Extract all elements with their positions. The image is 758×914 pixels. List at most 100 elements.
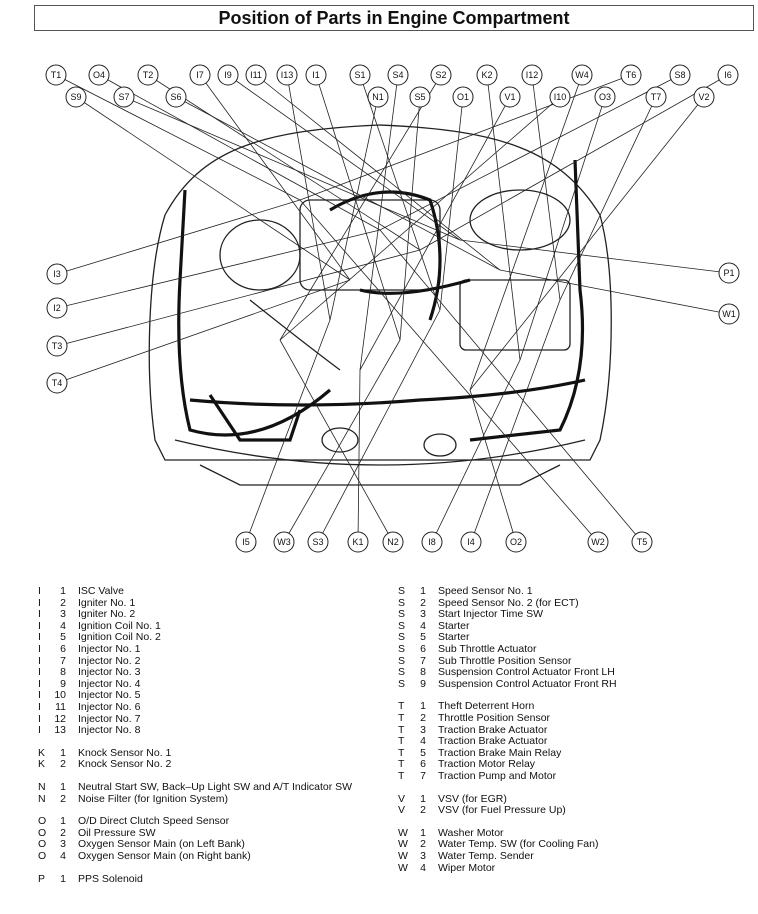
- callout-i5: I5: [235, 531, 257, 553]
- callout-label: T6: [626, 70, 637, 80]
- callout-label: I10: [554, 92, 567, 102]
- callout-circle: [46, 297, 68, 319]
- callout-t3: T3: [46, 335, 68, 357]
- callout-label: V1: [504, 92, 515, 102]
- legend-number: 1: [420, 585, 426, 597]
- leader-line-i3: [56, 199, 301, 275]
- legend-text: Suspension Control Actuator Front LH: [438, 666, 615, 679]
- leader-line-t1: [55, 74, 301, 201]
- callout-circle: [452, 86, 474, 108]
- legend-letter: I: [38, 712, 41, 725]
- callout-label: S7: [118, 92, 129, 102]
- callout-label: W1: [722, 309, 736, 319]
- callout-label: T5: [637, 537, 648, 547]
- legend-text: Knock Sensor No. 2: [78, 758, 172, 771]
- legend-text: Sub Throttle Actuator: [438, 643, 537, 655]
- legend-number: 4: [420, 619, 426, 632]
- callout-label: S5: [414, 92, 425, 102]
- callout-label: S2: [435, 70, 446, 80]
- legend-letter: N: [38, 792, 46, 805]
- legend-letter: W: [398, 838, 408, 851]
- legend-number: 3: [60, 608, 66, 621]
- callout-label: N2: [387, 537, 399, 547]
- callout-circle: [367, 86, 389, 108]
- leader-line-i5: [245, 319, 331, 543]
- callout-i3: I3: [46, 263, 68, 285]
- legend-text: Sub Throttle Position Sensor: [438, 654, 572, 667]
- legend-letter: S: [398, 619, 406, 632]
- callout-w2: W2: [587, 531, 609, 553]
- legend-number: 1: [60, 872, 66, 885]
- leader-line-i12: [531, 74, 561, 301]
- legend-letter: I: [38, 654, 41, 667]
- callout-circle: [165, 86, 187, 108]
- leader-line-s9: [75, 96, 351, 281]
- legend-text: Theft Deterrent Horn: [438, 700, 535, 713]
- callout-w1: W1: [718, 303, 740, 325]
- legend-letter: T: [398, 723, 405, 736]
- legend-text: Neutral Start SW, Back–Up Light SW and A…: [78, 781, 353, 793]
- callout-label: K1: [352, 537, 363, 547]
- legend-text: O/D Direct Clutch Speed Sensor: [78, 815, 230, 828]
- legend-letter: S: [398, 585, 406, 597]
- callout-label: S1: [354, 70, 365, 80]
- legend-letter: O: [38, 826, 47, 839]
- legend-letter: I: [38, 596, 41, 609]
- callout-circle: [521, 64, 543, 86]
- legend-text: Noise Filter (for Ignition System): [78, 792, 228, 805]
- callout-circle: [245, 64, 267, 86]
- callout-t4: T4: [46, 372, 68, 394]
- legend-number: 4: [420, 861, 426, 874]
- callout-label: K2: [481, 70, 492, 80]
- callout-circle: [587, 531, 609, 553]
- callout-circle: [382, 531, 404, 553]
- callout-circle: [594, 86, 616, 108]
- legend-number: 12: [54, 712, 66, 725]
- callout-v1: V1: [499, 86, 521, 108]
- legend-text: Injector No. 8: [78, 724, 141, 737]
- callout-circle: [717, 64, 739, 86]
- legend-text: Water Temp. SW (for Cooling Fan): [438, 838, 599, 851]
- leader-line-i9: [227, 74, 461, 241]
- legend-number: 3: [60, 838, 66, 851]
- legend-text: Injector No. 1: [78, 643, 141, 655]
- callout-circle: [46, 263, 68, 285]
- legend-letter: S: [398, 677, 406, 690]
- legend-letter: S: [398, 596, 406, 609]
- legend-letter: W: [398, 850, 408, 862]
- callout-circle: [276, 64, 298, 86]
- legend-letter: I: [38, 608, 41, 621]
- callout-circle: [235, 531, 257, 553]
- callout-label: I8: [428, 537, 436, 547]
- leader-line-w2: [299, 199, 599, 543]
- callout-label: I12: [526, 70, 539, 80]
- leader-line-s1: [359, 74, 441, 311]
- callout-circle: [387, 64, 409, 86]
- legend-number: 11: [55, 701, 66, 713]
- callout-w4: W4: [571, 64, 593, 86]
- callout-s2: S2: [430, 64, 452, 86]
- legend-number: 5: [420, 746, 426, 759]
- leader-line-s4: [359, 74, 399, 371]
- callout-s6: S6: [165, 86, 187, 108]
- wire-harness: [177, 159, 586, 442]
- legend-number: 4: [420, 735, 426, 748]
- legend-number: 8: [60, 666, 66, 679]
- legend-letter: W: [398, 826, 408, 839]
- legend-number: 2: [420, 596, 426, 609]
- legend-letter: O: [38, 838, 47, 851]
- legend-number: 1: [60, 746, 66, 759]
- legend-text: Speed Sensor No. 1: [438, 585, 533, 597]
- legend-letter: T: [398, 746, 405, 759]
- callout-label: T1: [51, 70, 62, 80]
- leader-line-t4: [56, 279, 351, 384]
- legend-letter: T: [398, 735, 405, 748]
- legend-text: Traction Brake Actuator: [438, 735, 548, 748]
- leader-line-t2: [147, 74, 421, 251]
- callout-label: W2: [591, 537, 605, 547]
- callout-circle: [718, 303, 740, 325]
- callout-label: O3: [599, 92, 611, 102]
- legend-text: ISC Valve: [78, 585, 124, 597]
- leader-line-w3: [283, 339, 401, 543]
